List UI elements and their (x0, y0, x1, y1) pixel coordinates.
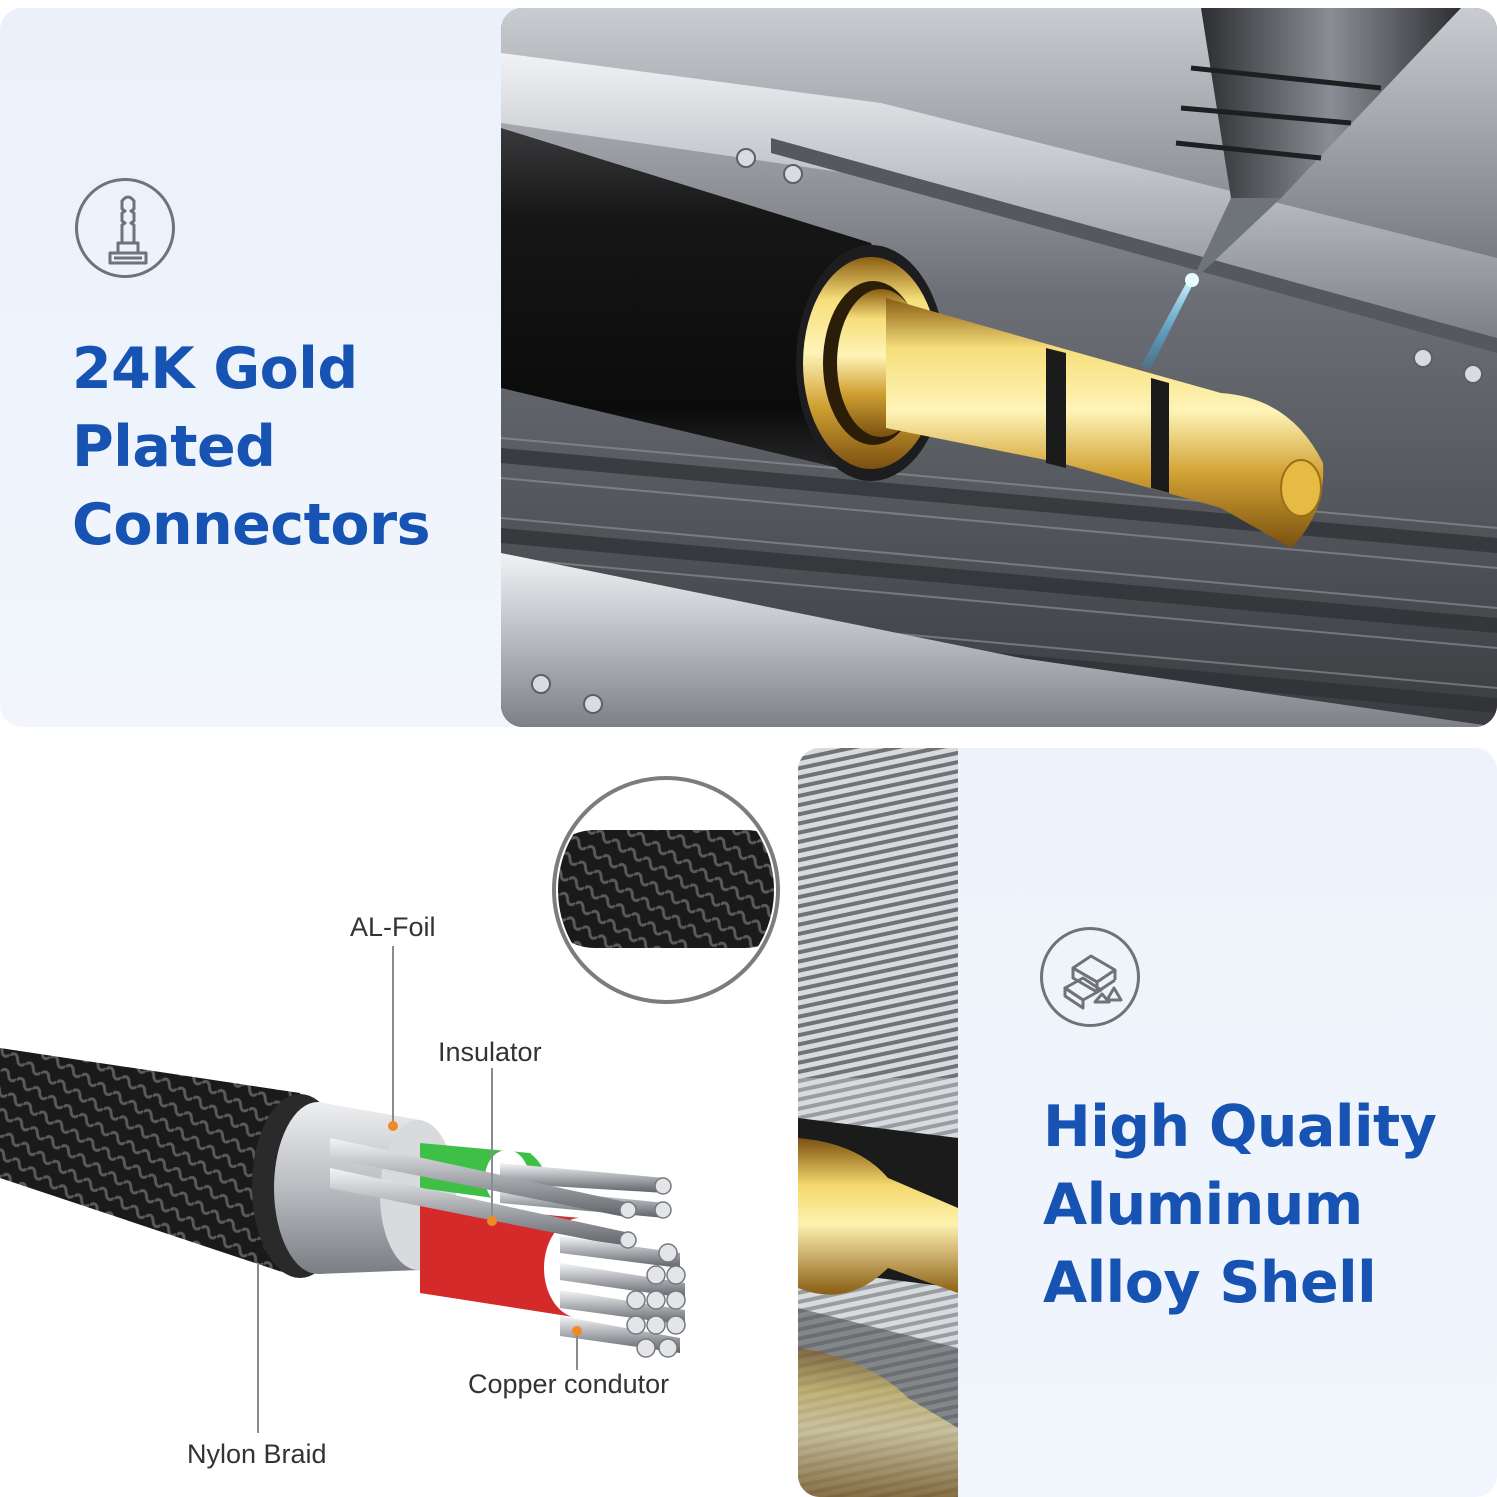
al-foil-label: AL-Foil (350, 912, 436, 942)
gold-connector-panel: 24K Gold Plated Connectors (0, 8, 1497, 727)
feature-text-background (0, 8, 530, 727)
gold-connector-photo (501, 8, 1497, 727)
title-line: Alloy Shell (1043, 1250, 1377, 1316)
nylon-braid-label: Nylon Braid (187, 1439, 327, 1469)
cable-structure-diagram: AL-Foil Insulator Copper condutor Nylon … (0, 748, 800, 1497)
title-line: Connectors (72, 492, 431, 558)
gold-feature-title: 24K Gold Plated Connectors (72, 330, 431, 564)
aluminum-shell-panel (798, 748, 1497, 1497)
title-line: High Quality (1043, 1094, 1437, 1160)
title-line: 24K Gold (72, 336, 358, 402)
title-line: Plated (72, 414, 276, 480)
metal-ingot-icon (1040, 927, 1140, 1027)
audio-jack-icon (75, 178, 175, 278)
title-line: Aluminum (1043, 1172, 1363, 1238)
aluminum-shell-photo (798, 748, 958, 1497)
copper-conductor-label: Copper condutor (468, 1369, 670, 1399)
aluminum-feature-title: High Quality Aluminum Alloy Shell (1043, 1088, 1437, 1322)
insulator-label: Insulator (438, 1037, 542, 1067)
